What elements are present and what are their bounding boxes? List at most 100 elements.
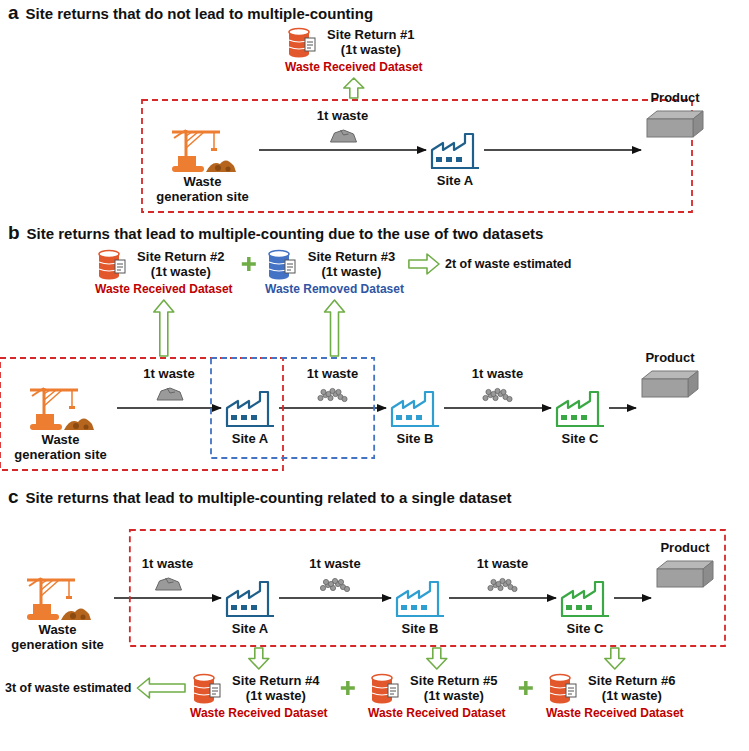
report-arrow xyxy=(249,648,269,669)
shape xyxy=(251,605,257,610)
return-name: Site Return #2 (1t waste) xyxy=(131,249,231,279)
product-brick-icon xyxy=(640,367,700,399)
shape xyxy=(289,51,309,58)
dataset-name: Waste Received Dataset xyxy=(190,706,328,721)
construction-site-icon xyxy=(23,574,93,622)
shape xyxy=(372,675,392,682)
shape xyxy=(36,414,54,424)
shape xyxy=(647,119,693,137)
return-row: Site Return #5 (1t waste) xyxy=(370,672,504,704)
product: Product xyxy=(645,90,705,159)
return-name: Site Return #5 (1t waste) xyxy=(404,673,504,703)
shape xyxy=(307,42,313,48)
product-label: Product xyxy=(645,350,694,365)
factory-icon xyxy=(560,578,610,618)
shape xyxy=(212,688,218,694)
shape xyxy=(194,675,214,682)
shape xyxy=(227,582,268,616)
return-name: Site Return #6 (1t waste) xyxy=(582,673,682,703)
shape xyxy=(241,605,247,610)
return-row: Site Return #6 (1t waste) xyxy=(548,672,682,704)
received-boundary xyxy=(142,100,692,212)
return-row: Site Return #3 (1t waste) xyxy=(267,248,401,280)
shape xyxy=(390,688,396,694)
shape xyxy=(693,111,703,137)
product: Product xyxy=(640,350,700,419)
waste-rock xyxy=(156,578,182,590)
shape xyxy=(71,390,73,406)
panel-letter: b xyxy=(8,222,20,244)
panel-title: Site returns that lead to multiple-count… xyxy=(27,225,544,242)
return-name: Site Return #3 (1t waste) xyxy=(301,249,401,279)
crushed-waste xyxy=(507,396,512,401)
site-label: Waste generation site xyxy=(8,432,113,462)
return-row: Site Return #1 (1t waste) xyxy=(287,26,421,58)
plus-sign xyxy=(341,681,355,695)
report-arrow xyxy=(344,78,364,98)
database-icon xyxy=(192,672,222,704)
shape xyxy=(27,614,59,620)
shape xyxy=(392,392,433,426)
site-label: Site A xyxy=(232,621,268,636)
shape xyxy=(210,684,220,697)
panel-title: Site returns that lead to multiple-count… xyxy=(26,489,512,506)
shape xyxy=(211,148,217,151)
dataset-name: Waste Received Dataset xyxy=(95,282,233,297)
shape xyxy=(269,273,289,280)
shape xyxy=(39,578,42,604)
shape xyxy=(178,156,196,166)
shape xyxy=(287,264,293,270)
shape xyxy=(550,675,570,682)
shape xyxy=(562,582,603,616)
shape xyxy=(68,580,70,596)
shape xyxy=(269,251,289,258)
crushed-waste xyxy=(501,389,506,394)
flow-label: 1t waste xyxy=(305,366,360,381)
shape xyxy=(688,371,698,397)
shape xyxy=(172,166,204,172)
construction-site-icon xyxy=(26,384,96,432)
crushed-waste xyxy=(342,396,347,401)
flow-arrow xyxy=(279,407,386,409)
shape xyxy=(436,157,442,162)
factory-icon xyxy=(395,578,445,618)
factory-icon xyxy=(555,388,605,428)
shape xyxy=(80,615,85,620)
report-arrow xyxy=(325,300,345,356)
dataset-name: Waste Received Dataset xyxy=(546,706,684,721)
shape xyxy=(226,425,274,427)
shape xyxy=(99,251,119,258)
crushed-waste xyxy=(321,389,326,394)
return-name: Site Return #1 (1t waste) xyxy=(321,27,421,57)
shape xyxy=(186,132,204,148)
crushed-waste xyxy=(506,579,511,584)
panel-letter: a xyxy=(8,2,19,24)
shape xyxy=(61,608,91,620)
crushed-waste xyxy=(496,581,501,586)
shape xyxy=(70,613,76,619)
shape xyxy=(406,415,412,420)
shape xyxy=(225,167,230,172)
flow-label: 1t waste xyxy=(307,556,362,571)
site-node: Site A xyxy=(430,130,480,188)
shape xyxy=(586,605,592,610)
return-row: Site Return #4 (1t waste) xyxy=(192,672,326,704)
site-return: Site Return #2 (1t waste) Waste Received … xyxy=(95,248,233,297)
site-label: Site B xyxy=(402,621,439,636)
dataset-name: Waste Received Dataset xyxy=(285,60,423,75)
dataset-name: Waste Removed Dataset xyxy=(265,282,404,297)
shape xyxy=(581,415,587,420)
site-node: Site A xyxy=(225,388,275,446)
shape xyxy=(231,415,237,420)
construction-site-icon xyxy=(168,126,238,174)
shape xyxy=(289,29,309,36)
flow-arrow xyxy=(117,407,221,409)
site-return: Site Return #5 (1t waste)Waste Received … xyxy=(368,672,506,721)
shape xyxy=(642,379,688,397)
site-node: Site C xyxy=(560,578,610,636)
shape xyxy=(215,165,221,171)
plus-sign xyxy=(519,681,533,695)
shape xyxy=(83,425,88,430)
shape xyxy=(571,415,577,420)
crushed-waste xyxy=(488,585,493,590)
